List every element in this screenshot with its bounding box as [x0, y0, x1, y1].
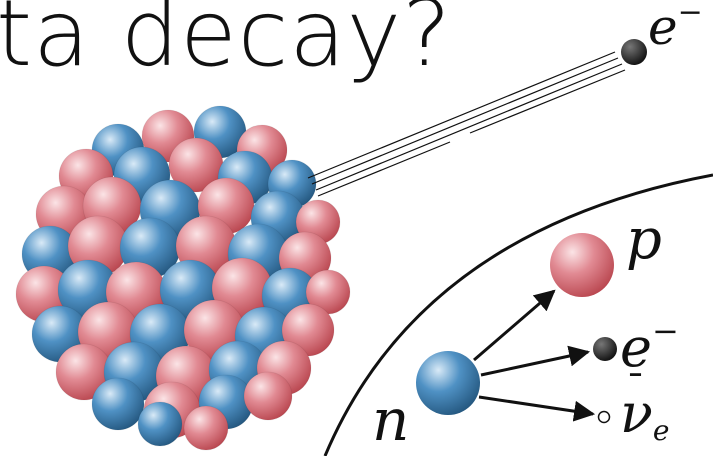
proton	[550, 233, 614, 297]
proton-label: p	[626, 207, 662, 272]
decay-arrows	[473, 289, 596, 422]
nucleus-proton	[243, 371, 293, 421]
antineutrino-label: νe	[620, 382, 669, 447]
nucleus-neutron	[137, 401, 183, 447]
emitted-electron-label: e−	[648, 0, 703, 56]
page-title: ta decay?	[0, 0, 452, 87]
nucleus-proton	[183, 405, 229, 451]
electron-label: e−	[620, 312, 679, 379]
arrow-to-proton	[473, 289, 556, 362]
emitted-electron	[621, 39, 647, 65]
inset-boundary	[323, 173, 713, 456]
nucleus	[15, 105, 351, 451]
emission-trail	[307, 51, 626, 197]
antineutrino	[597, 410, 611, 424]
neutron-label: n	[372, 386, 409, 454]
neutron	[416, 351, 480, 415]
arrow-to-antineutrino	[478, 395, 596, 422]
nucleus-neutron	[91, 377, 145, 431]
antineutrino-bar: ¯	[626, 367, 645, 411]
decay-electron	[593, 337, 617, 361]
arrow-to-electron	[480, 345, 591, 377]
